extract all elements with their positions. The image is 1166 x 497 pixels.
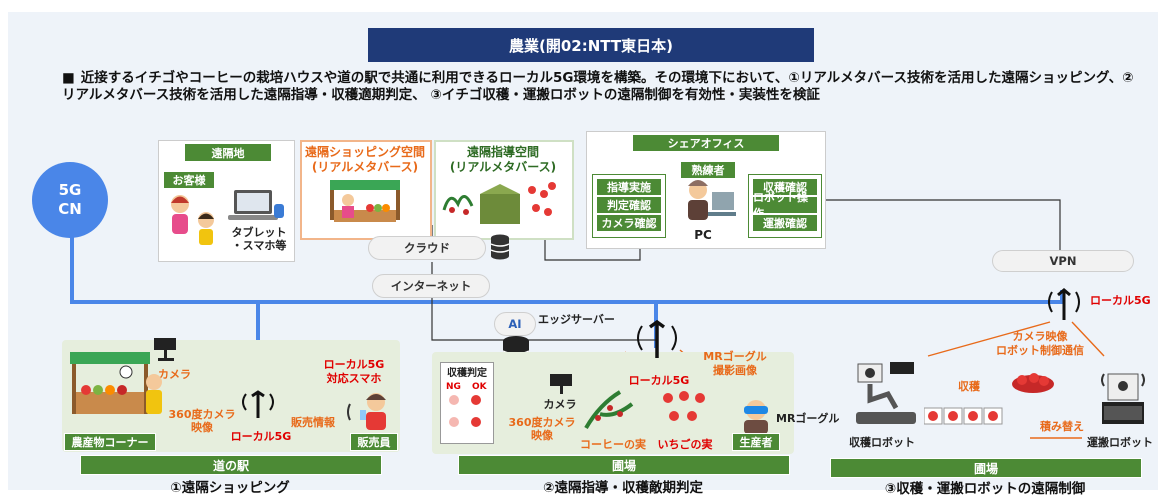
shopping-space-line2: (リアルメタバース) — [311, 160, 419, 174]
transport-robot-icon — [1098, 366, 1148, 436]
harvest-judge-label: 収穫判定 — [447, 368, 487, 379]
station-360-line1: 360度カメラ — [168, 408, 236, 421]
mr-image-line2: 撮影画像 — [713, 364, 757, 377]
bullet-square: ■ — [62, 70, 75, 86]
harvest-robot-icon — [852, 360, 922, 432]
core-line1: 5G — [58, 181, 82, 199]
strawberry-row-icon — [923, 406, 1020, 432]
guidance-space-line1: 遠隔指導空間 — [466, 145, 539, 159]
producer-label: 生産者 — [732, 433, 780, 451]
tablet-icon — [274, 204, 284, 218]
5g-core-network: 5G CN — [32, 162, 108, 238]
goggle-label: MRゴーグル — [776, 412, 840, 425]
office-item-guidance: 指導実施 — [596, 178, 662, 196]
farm-area-bar: 圃場 — [458, 455, 790, 475]
market-stall-icon — [326, 180, 404, 236]
station-local5g-label: ローカル5G — [230, 430, 292, 443]
robot-comm-label: カメラ映像 ロボット制御通信 — [980, 330, 1100, 358]
produce-corner-label: 農産物コーナー — [64, 433, 156, 451]
station-area-bar: 道の駅 — [80, 455, 382, 475]
station-camera-label: カメラ — [158, 368, 191, 381]
strawberry-icon — [660, 390, 708, 434]
farm-360-label: 360度カメラ 映像 — [500, 416, 584, 442]
mr-image-line1: MRゴーグル — [703, 350, 767, 363]
internet-node: インターネット — [372, 274, 490, 298]
cloud-node: クラウド — [368, 236, 486, 260]
clerk-label: 販売員 — [350, 433, 398, 451]
harvest-robot-label: 収穫ロボット — [849, 436, 915, 449]
expert-label: 熟練者 — [680, 161, 736, 179]
device-line1: タブレット — [231, 226, 287, 239]
page-title: 農業(開02:NTT東日本) — [368, 28, 814, 62]
robot-comm-line1: カメラ映像 — [1012, 330, 1068, 343]
coffee-label: コーヒーの実 — [580, 438, 646, 451]
station-camera-icon — [150, 334, 184, 366]
farm-360-line1: 360度カメラ — [508, 416, 576, 429]
shopping-space-line1: 遠隔ショッピング空間 — [304, 145, 425, 159]
farm-360-line2: 映像 — [531, 429, 553, 442]
station-360-line2: 映像 — [191, 421, 213, 434]
farm-caption: ②遠隔指導・収穫敵期判定 — [543, 480, 703, 496]
device-label: タブレット ・スマホ等 — [224, 226, 294, 252]
guidance-space-line2: (リアルメタバース) — [449, 160, 557, 174]
judge-strawberries-icon — [446, 392, 488, 442]
robot-caption: ③収穫・運搬ロボットの遠隔制御 — [884, 481, 1086, 497]
office-item-camera-check: カメラ確認 — [596, 214, 662, 232]
station-caption: ①遠隔ショッピング — [170, 480, 290, 496]
strawberry-label: いちごの実 — [657, 438, 713, 451]
robot-local5g-label: ローカル5G — [1090, 294, 1151, 307]
office-item-harvest-check: 収穫確認 — [752, 178, 818, 196]
shopping-space-title: 遠隔ショッピング空間 (リアルメタバース) — [300, 145, 430, 175]
harvest-judge-card — [440, 362, 494, 444]
cloud-database-icon — [490, 234, 510, 264]
robot-antenna-icon — [1044, 286, 1084, 326]
guidance-space-title: 遠隔指導空間 (リアルメタバース) — [434, 145, 572, 175]
farm-camera-label: カメラ — [543, 398, 577, 411]
main-fiber-line — [70, 212, 1064, 304]
phone-line2: 対応スマホ — [326, 372, 382, 385]
share-office-header: シェアオフィス — [632, 134, 780, 152]
coffee-plant-icon — [580, 384, 642, 438]
phone-label: ローカル5G 対応スマホ — [306, 358, 402, 386]
core-line2: CN — [58, 200, 82, 218]
reload-label: 積み替え — [1040, 420, 1084, 433]
clerk-icon — [346, 392, 394, 436]
customer-figures — [171, 195, 214, 245]
customer-icon — [166, 192, 224, 254]
phone-line1: ローカル5G — [323, 358, 385, 371]
office-item-robot-operation: ロボット操作 — [752, 191, 818, 220]
office-item-transport-check: 運搬確認 — [752, 214, 818, 232]
device-line2: ・スマホ等 — [231, 239, 287, 252]
pc-label: PC — [694, 228, 712, 242]
description-text: 近接するイチゴやコーヒーの栽培ハウスや道の駅で共通に利用できるローカル5G環境を… — [62, 70, 1134, 103]
judge-ng-label: NG — [446, 382, 461, 392]
harvest-label: 収穫 — [958, 380, 980, 393]
transport-robot-label: 運搬ロボット — [1087, 436, 1153, 449]
office-item-judgement: 判定確認 — [596, 196, 662, 214]
produce-stall-icon — [70, 352, 166, 432]
coffee-greenhouse-icon — [440, 180, 562, 230]
harvest-strawberries-icon — [1010, 370, 1056, 398]
laptop-icon — [228, 188, 280, 228]
sales-info-label: 販売情報 — [291, 416, 335, 429]
customer-label: お客様 — [163, 171, 215, 189]
description: ■近接するイチゴやコーヒーの栽培ハウスや道の駅で共通に利用できるローカル5G環境… — [62, 70, 1142, 104]
mr-image-label: MRゴーグル 撮影画像 — [694, 350, 776, 378]
farm-antenna-icon — [630, 318, 684, 364]
station-antenna-icon — [238, 388, 278, 424]
robot-comm-line2: ロボット制御通信 — [996, 344, 1084, 357]
vpn-node: VPN — [992, 250, 1134, 272]
remote-site-header: 遠隔地 — [184, 143, 272, 162]
robot-area-bar: 圃場 — [830, 458, 1142, 478]
farm-local5g-label: ローカル5G — [628, 374, 690, 387]
station-360-label: 360度カメラ 映像 — [160, 408, 244, 434]
farm-camera-icon — [548, 370, 582, 400]
producer-icon — [736, 398, 776, 438]
judge-ok-label: OK — [472, 382, 487, 392]
edge-server-label: エッジサーバー — [538, 313, 615, 326]
ai-node: AI — [494, 312, 536, 336]
expert-icon — [678, 178, 738, 228]
